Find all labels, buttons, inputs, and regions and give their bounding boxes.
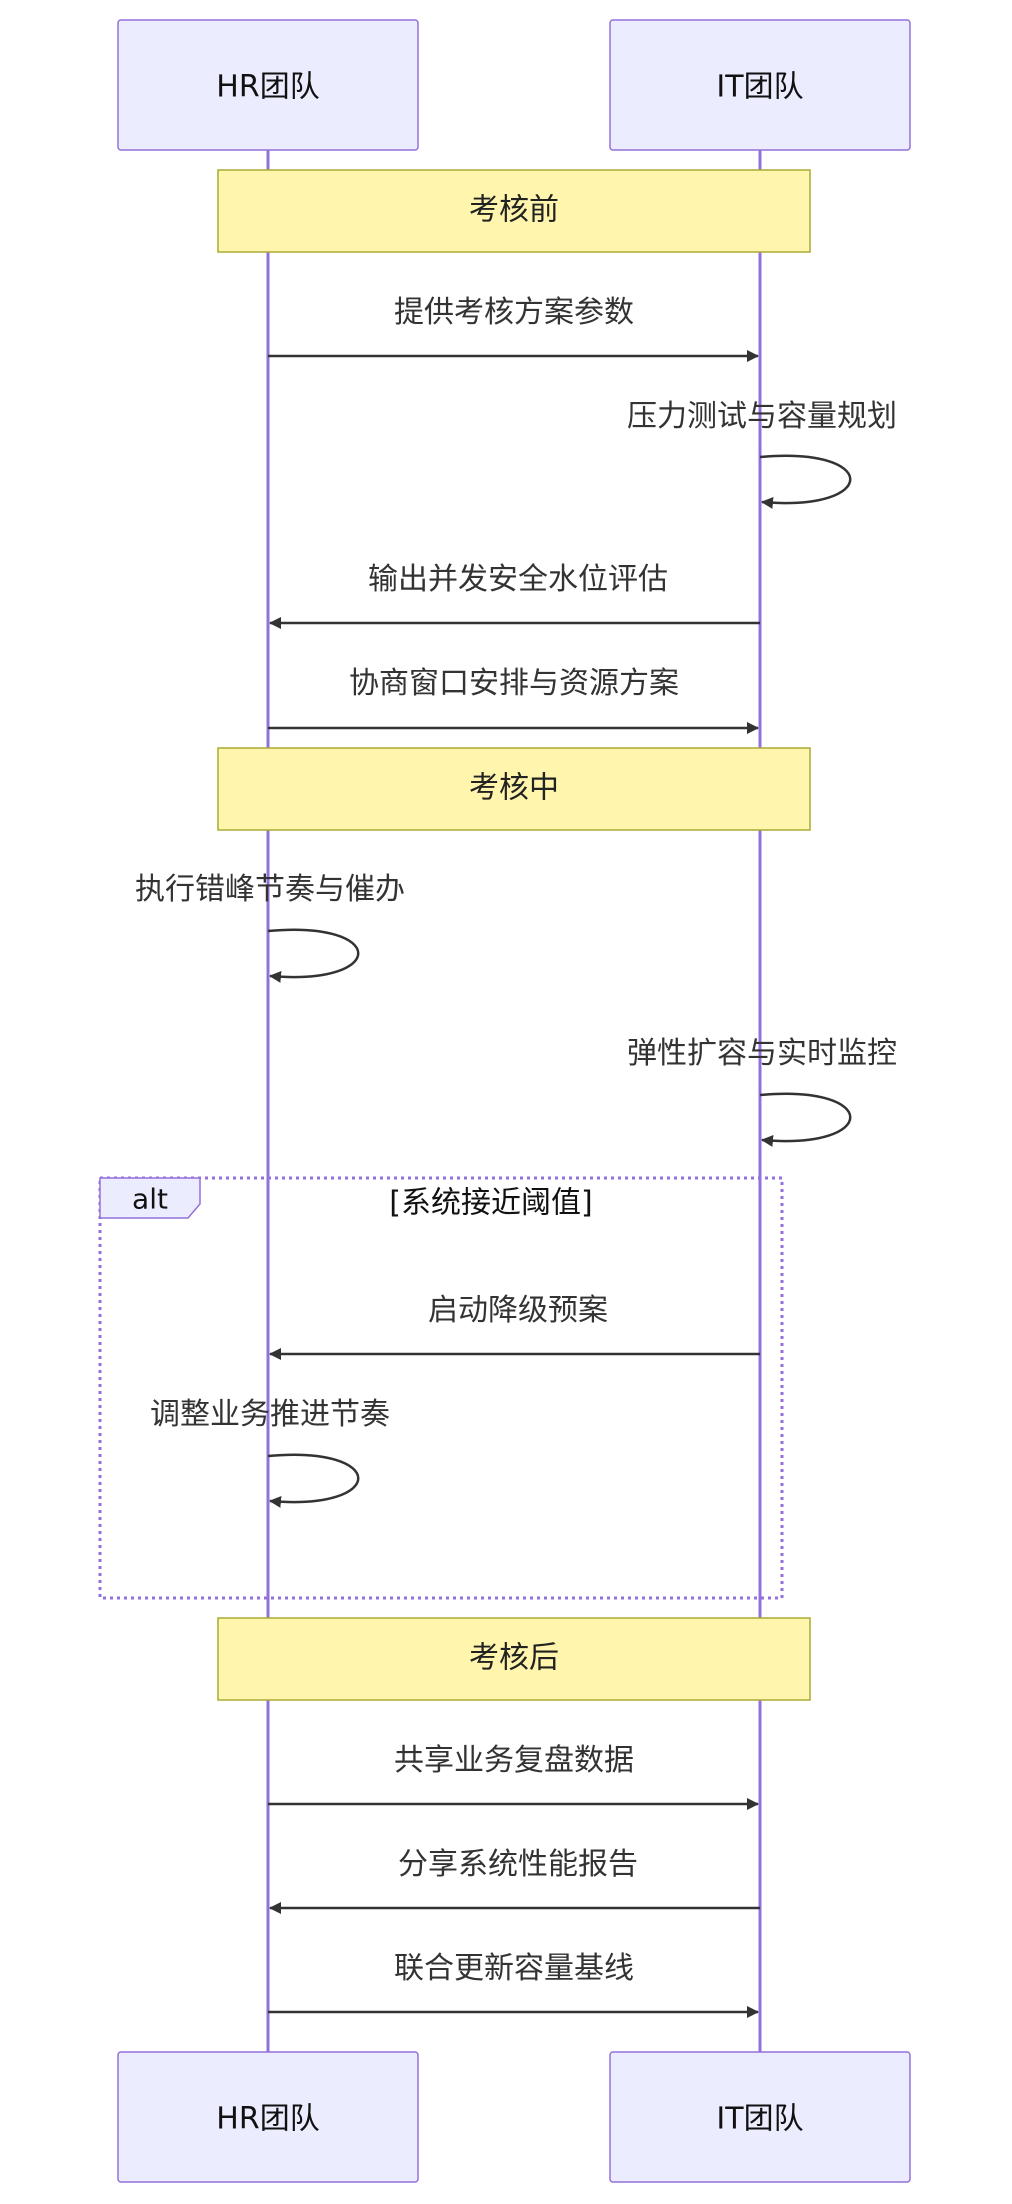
message-negotiate-window: 协商窗口安排与资源方案 <box>268 666 759 734</box>
message-output-evaluation: 输出并发安全水位评估 <box>269 562 760 629</box>
message-stress-test: 压力测试与容量规划 <box>627 399 897 509</box>
it-actor-top[interactable]: IT团队 <box>609 19 911 151</box>
message-update-baseline: 联合更新容量基线 <box>268 1951 759 2018</box>
it-actor-label: IT团队 <box>716 70 803 105</box>
alt-label: alt <box>132 1183 168 1216</box>
note-after-text: 考核后 <box>469 1641 559 1676</box>
message-label: 压力测试与容量规划 <box>627 399 897 434</box>
alt-condition: [系统接近阈值] <box>389 1186 592 1221</box>
message-share-performance-report: 分享系统性能报告 <box>269 1847 760 1914</box>
message-label: 联合更新容量基线 <box>394 1951 634 1986</box>
message-label: 调整业务推进节奏 <box>150 1397 390 1432</box>
note-during: 考核中 <box>217 747 811 831</box>
hr-actor-bottom[interactable]: HR团队 <box>117 2051 419 2183</box>
hr-actor-top[interactable]: HR团队 <box>117 19 419 151</box>
message-label: 执行错峰节奏与催办 <box>135 872 405 907</box>
message-label: 输出并发安全水位评估 <box>368 562 668 597</box>
message-elastic-scaling: 弹性扩容与实时监控 <box>627 1036 897 1147</box>
message-off-peak: 执行错峰节奏与催办 <box>135 872 405 983</box>
note-after: 考核后 <box>217 1617 811 1701</box>
message-label: 分享系统性能报告 <box>398 1847 638 1882</box>
note-before: 考核前 <box>217 169 811 253</box>
note-during-text: 考核中 <box>469 771 559 806</box>
message-share-review-data: 共享业务复盘数据 <box>268 1743 759 1810</box>
hr-actor-label: HR团队 <box>216 70 319 105</box>
message-label: 启动降级预案 <box>428 1293 608 1328</box>
message-label: 共享业务复盘数据 <box>394 1743 634 1778</box>
message-provide-params: 提供考核方案参数 <box>268 295 759 362</box>
it-actor-label: IT团队 <box>716 2102 803 2137</box>
hr-actor-label: HR团队 <box>216 2102 319 2137</box>
message-label: 协商窗口安排与资源方案 <box>349 666 679 701</box>
alt-block: alt [系统接近阈值] <box>98 1176 784 1600</box>
note-before-text: 考核前 <box>469 193 559 228</box>
message-adjust-pace: 调整业务推进节奏 <box>150 1397 390 1508</box>
message-label: 弹性扩容与实时监控 <box>627 1036 897 1071</box>
it-actor-bottom[interactable]: IT团队 <box>609 2051 911 2183</box>
message-start-degradation: 启动降级预案 <box>269 1293 760 1360</box>
message-label: 提供考核方案参数 <box>394 295 634 330</box>
